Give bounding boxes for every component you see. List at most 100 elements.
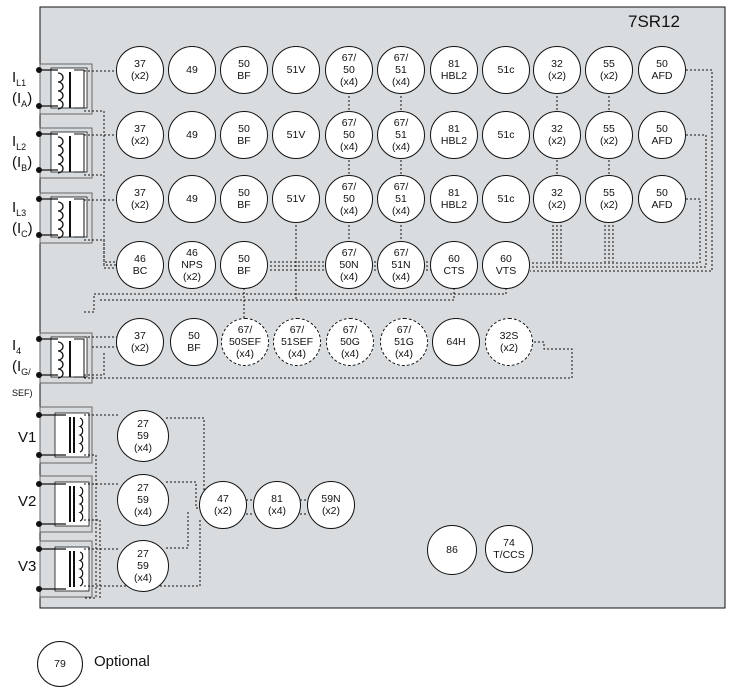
connection-line [98, 288, 455, 301]
vt-v1-leads [40, 414, 66, 456]
optional-function-circle: 67/ 51SEF (x4) [273, 318, 321, 366]
input-label-5: V1 [18, 430, 36, 446]
ct-i4-frame [39, 332, 93, 384]
connection-line [84, 454, 97, 599]
input-label-part: L2 [16, 142, 27, 152]
function-circle: 51c [482, 175, 530, 223]
voltage-function-circle: 27 59 (x4) [117, 474, 169, 526]
ct-il1-leads [40, 69, 58, 107]
function-circle: 32 (x2) [533, 175, 581, 223]
function-circle: 55 (x2) [585, 175, 633, 223]
vt-v1-frame [39, 406, 93, 464]
vt-v3-frame [39, 540, 93, 598]
input-label-part: C [21, 229, 28, 239]
input-label-1: IL1 (IA) [12, 70, 32, 112]
input-label-part: L1 [16, 78, 27, 88]
vt-v3-coil [78, 551, 84, 587]
input-label-part: V3 [18, 558, 37, 575]
function-circle: 55 (x2) [585, 46, 633, 94]
vt-v2-leads [40, 483, 66, 525]
function-circle: 60 VTS [482, 241, 530, 289]
function-circle: 64H [432, 318, 480, 366]
vt-v1-terminal [36, 452, 42, 458]
optional-function-circle: 32S (x2) [485, 318, 533, 366]
function-circle: 50 BF [170, 318, 218, 366]
ct-i4-terminal [36, 372, 42, 378]
connection-line [530, 198, 701, 264]
connection-line [166, 512, 189, 549]
input-label-part: (I [12, 154, 22, 171]
ct-i4-secondary [74, 338, 85, 378]
optional-function-circle: 67/ 50G (x4) [326, 318, 374, 366]
function-circle: 81 (x4) [253, 481, 301, 529]
vt-v2-core [69, 486, 75, 522]
function-circle: 50 AFD [638, 111, 686, 159]
ct-il2-leads [40, 133, 58, 171]
input-label-part: I [12, 69, 17, 86]
function-circle: 37 (x2) [116, 46, 164, 94]
function-circle: 49 [168, 111, 216, 159]
function-circle: 67/ 51 (x4) [377, 175, 425, 223]
input-label-part: I [12, 133, 17, 150]
function-circle: 67/ 51 (x4) [377, 111, 425, 159]
connection-line [84, 519, 101, 598]
input-label-part: B [21, 163, 28, 173]
ct-il3-leads [40, 198, 58, 236]
function-circle: 32 (x2) [533, 111, 581, 159]
function-circle: 81 HBL2 [430, 46, 478, 94]
input-label-part: A [21, 99, 28, 109]
connection-line [84, 174, 116, 266]
function-circle: 55 (x2) [585, 111, 633, 159]
function-circle: 46 BC [116, 241, 164, 289]
optional-function-circle: 67/ 50SEF (x4) [221, 318, 269, 366]
connection-line [84, 110, 116, 263]
input-label-part: V1 [18, 429, 37, 446]
connection-line [166, 481, 200, 509]
function-circle: 51c [482, 111, 530, 159]
vt-v3-leads [40, 548, 66, 590]
vt-v1-terminal [36, 412, 42, 418]
relay-model-label: 7SR12 [628, 12, 680, 31]
input-label-part: L3 [16, 208, 27, 218]
ct-il3-coil [57, 201, 64, 239]
function-circle: 74 T/CCS [485, 525, 533, 573]
function-circle: 37 (x2) [116, 111, 164, 159]
input-label-part: I [12, 337, 17, 354]
input-label-4: I4(IG/SEF) [12, 338, 33, 401]
function-circle: 81 HBL2 [430, 111, 478, 159]
function-circle: 51c [482, 46, 530, 94]
connection-line [84, 520, 201, 587]
connection-line [530, 134, 707, 268]
function-circle: 37 (x2) [116, 175, 164, 223]
input-label-part: G/ [21, 367, 31, 377]
legend-label: Optional [94, 653, 150, 670]
input-label-6: V2 [18, 494, 36, 510]
function-circle: 51V [272, 111, 320, 159]
function-circle: 51V [272, 175, 320, 223]
ct-il3-frame [39, 192, 93, 244]
legend-symbol: 79 [37, 641, 83, 687]
input-label-part: ) [27, 90, 33, 107]
input-label-part: V2 [18, 493, 37, 510]
function-circle: 49 [168, 46, 216, 94]
ct-il2-frame [39, 127, 93, 179]
voltage-function-circle: 27 59 (x4) [117, 410, 169, 462]
function-circle: 50 AFD [638, 46, 686, 94]
function-circle: 46 NPS (x2) [168, 241, 216, 289]
function-circle: 50 BF [220, 46, 268, 94]
vt-v2-terminal [36, 521, 42, 527]
optional-function-circle: 67/ 51G (x4) [380, 318, 428, 366]
vt-v2-frame [39, 475, 93, 533]
input-label-part: (I [12, 90, 22, 107]
function-circle: 32 (x2) [533, 46, 581, 94]
ct-il2-coil [57, 136, 64, 174]
function-circle: 81 HBL2 [430, 175, 478, 223]
function-circle: 59N (x2) [307, 481, 355, 529]
function-circle: 60 CTS [430, 241, 478, 289]
ct-il2-secondary [74, 133, 85, 173]
function-circle: 47 (x2) [199, 481, 247, 529]
ct-i4-coil [57, 341, 64, 379]
connection-line [84, 341, 573, 379]
vt-v1-box [54, 412, 90, 458]
ct-il2-terminal [36, 167, 42, 173]
